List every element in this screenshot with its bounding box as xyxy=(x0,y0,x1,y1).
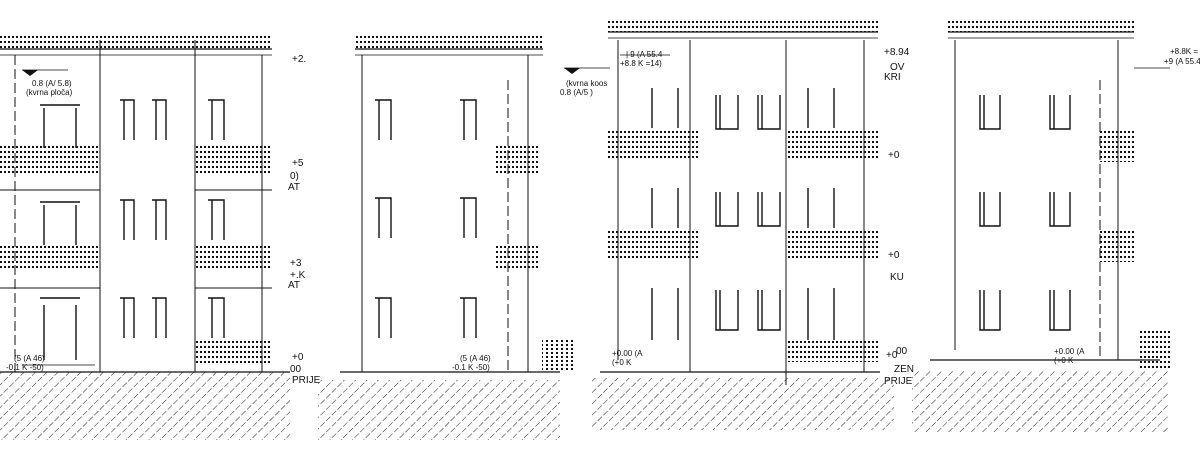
svg-text:ZEN: ZEN xyxy=(894,364,914,375)
ground-hatch-1 xyxy=(0,372,290,440)
svg-text:+8.94: +8.94 xyxy=(884,47,910,58)
svg-text:KRI: KRI xyxy=(884,72,901,83)
svg-text:(kvrna koos: (kvrna koos xyxy=(566,79,607,88)
level-label: -0.1 K -50) xyxy=(6,363,44,372)
svg-text:+.K: +.K xyxy=(290,270,306,281)
level-label: (5 (A 46) xyxy=(14,354,45,363)
svg-text:PRIJE: PRIJE xyxy=(884,376,913,387)
ground-hatch-4 xyxy=(912,370,1168,432)
svg-text:+0: +0 xyxy=(292,352,304,363)
level-annotations-1: +2. +5 0) AT +3 +.K AT +0 00 PRIJE xyxy=(288,54,321,386)
roof-band-1 xyxy=(0,33,272,49)
svg-text:+0: +0 xyxy=(888,250,900,261)
svg-text:+0: +0 xyxy=(886,350,898,361)
svg-text:AT: AT xyxy=(288,182,300,193)
svg-text:00: 00 xyxy=(896,346,908,357)
svg-text:-0.1 K -50): -0.1 K -50) xyxy=(452,363,490,372)
svg-text:+3: +3 xyxy=(290,258,302,269)
svg-text:00: 00 xyxy=(290,364,302,375)
svg-text:+0.00 (A: +0.00 (A xyxy=(1054,347,1085,356)
elevation-3: | 9 (A 55.4 +8.8 K =14) +0.00 (A (+0 K xyxy=(592,20,894,430)
svg-text:+0: +0 xyxy=(888,150,900,161)
svg-text:+8.8K =: +8.8K = xyxy=(1170,47,1198,56)
svg-text:(+0 K: (+0 K xyxy=(612,358,632,367)
svg-text:+0.00 (A: +0.00 (A xyxy=(612,349,643,358)
level-label: 0.8 (A/ 5.8) xyxy=(32,79,72,88)
svg-text:| 9 (A 55.4: | 9 (A 55.4 xyxy=(626,50,663,59)
elevation-1: 0.8 (A/ 5.8) (kvrna ploča) (5 (A 46) -0.… xyxy=(0,33,290,440)
ground-hatch-2 xyxy=(318,380,560,440)
elevation-4: +8.8K = +9 (A 55.4 +0.00 (A (+0 K xyxy=(912,20,1200,432)
ground-hatch-3 xyxy=(592,378,894,430)
svg-text:+2.: +2. xyxy=(292,54,306,65)
svg-text:0.8 (A/5 ): 0.8 (A/5 ) xyxy=(560,88,593,97)
svg-text:OV: OV xyxy=(890,62,905,73)
svg-text:AT: AT xyxy=(288,280,300,291)
svg-text:0): 0) xyxy=(290,171,299,182)
svg-text:+5: +5 xyxy=(292,158,304,169)
svg-text:(5 (A 46): (5 (A 46) xyxy=(460,354,491,363)
svg-text:+8.8 K =14): +8.8 K =14) xyxy=(620,59,662,68)
svg-text:PRIJE: PRIJE xyxy=(292,375,321,386)
svg-text:KU: KU xyxy=(890,272,904,283)
svg-text:(+0 K: (+0 K xyxy=(1054,356,1074,365)
elevation-2: (kvrna koos 0.8 (A/5 ) (5 (A 46) -0.1 K … xyxy=(318,33,610,440)
level-label: (kvrna ploča) xyxy=(26,88,73,97)
level-annotations-2: +8.94 OV KRI +0 +0 KU +0 00 ZEN PRIJE xyxy=(884,47,914,387)
svg-text:+9 (A 55.4: +9 (A 55.4 xyxy=(1164,57,1200,66)
